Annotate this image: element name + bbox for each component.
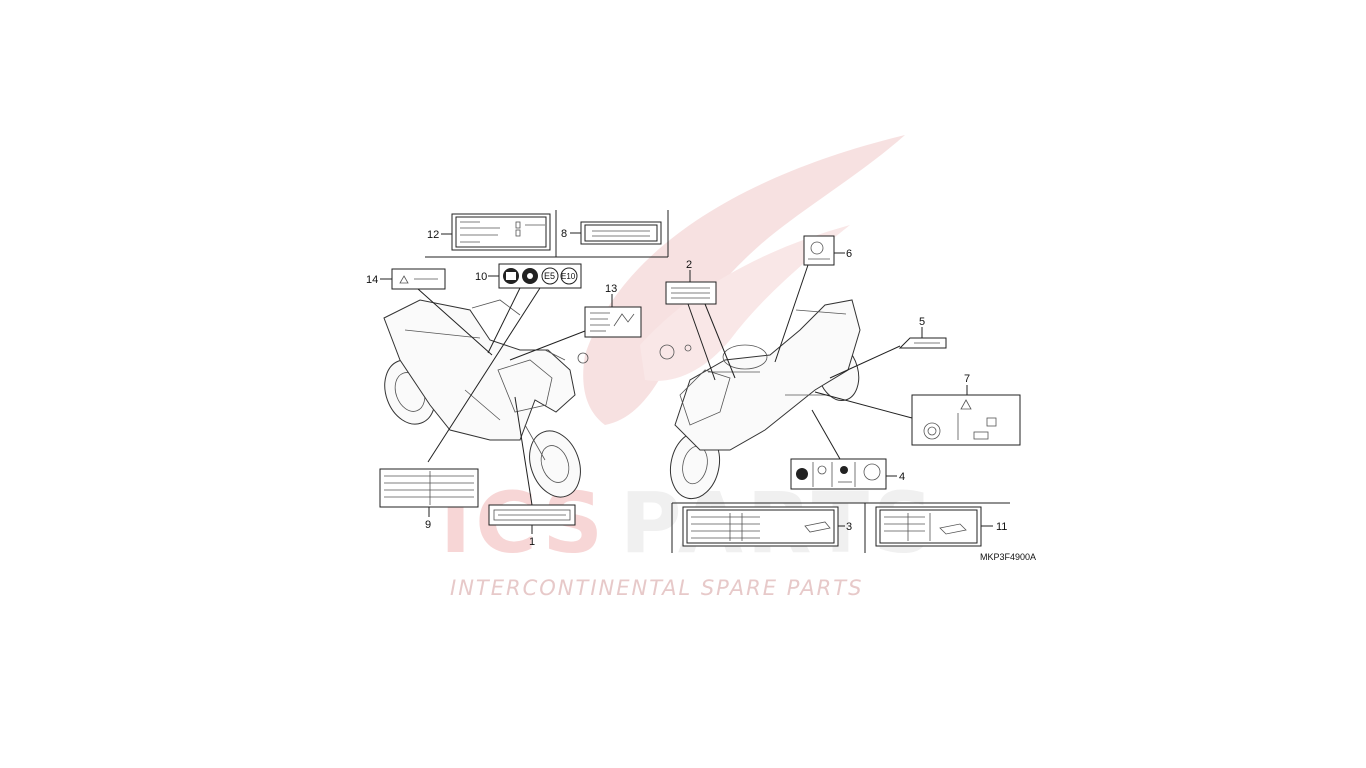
- badge-e10: E10: [561, 272, 576, 281]
- motorcycle-side-view: [383, 299, 589, 498]
- callout-5: 5: [919, 316, 925, 328]
- label-1: [488, 504, 576, 526]
- label-6: [803, 235, 835, 266]
- label-7: [911, 394, 1021, 446]
- label-2: [665, 281, 717, 305]
- watermark-wing-inner: [640, 225, 850, 381]
- label-14: [391, 268, 446, 290]
- callout-6: 6: [846, 248, 852, 260]
- callout-9: 9: [425, 519, 431, 531]
- callout-7: 7: [964, 373, 970, 385]
- label-4: [790, 458, 887, 490]
- label-11: [875, 506, 982, 547]
- leader-lines: [380, 232, 993, 534]
- callout-1: 1: [529, 536, 535, 548]
- label-8: [580, 221, 662, 245]
- badge-e5: E5: [544, 271, 555, 281]
- label-5: [898, 337, 947, 349]
- label-3: [682, 506, 839, 547]
- callout-12: 12: [427, 229, 439, 241]
- callout-13: 13: [605, 283, 617, 295]
- callout-3: 3: [846, 521, 852, 533]
- label-10: E5 E10: [498, 263, 582, 289]
- callout-10: 10: [475, 271, 487, 283]
- frame-lines: [425, 210, 1010, 553]
- callout-8: 8: [561, 228, 567, 240]
- label-13: [584, 306, 642, 338]
- callout-11: 11: [996, 521, 1007, 533]
- label-12: [451, 213, 551, 251]
- label-9: [379, 468, 479, 508]
- diagram-code: MKP3F4900A: [980, 552, 1036, 562]
- callout-2: 2: [686, 259, 692, 271]
- motorcycle-front-view: [659, 299, 861, 500]
- callouts: 1 2 3 4 5 6 7 8 9 10 11 12 13 14: [366, 228, 1007, 548]
- watermark: ICS PARTS INTERCONTINENTAL SPARE PARTS: [440, 135, 934, 600]
- watermark-tagline: INTERCONTINENTAL SPARE PARTS: [450, 576, 863, 600]
- callout-14: 14: [366, 274, 378, 286]
- callout-4: 4: [899, 471, 905, 483]
